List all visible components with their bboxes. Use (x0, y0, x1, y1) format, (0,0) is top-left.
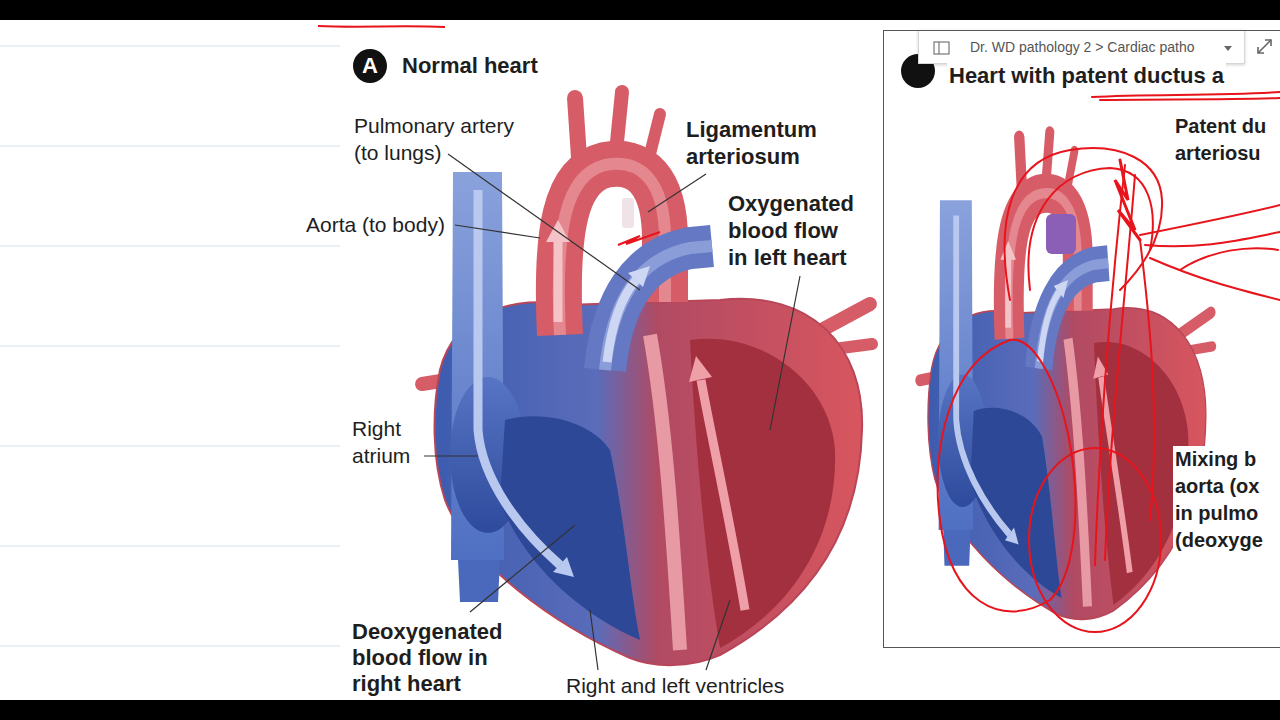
text-patch: Mixing b aorta (ox in pulmo (deoxyge (1173, 446, 1277, 554)
text-patch: Heart with patent ductus a (947, 63, 1226, 88)
panel-heading: Heart with patent ductus a (949, 63, 1224, 88)
pda-heart-illustration (920, 132, 1213, 619)
expand-icon-stroke (1258, 47, 1264, 53)
leader-line (590, 610, 598, 670)
pen-mark (1180, 248, 1278, 270)
patent-ductus (1046, 214, 1076, 254)
panel-badge: A Normal heart (353, 49, 538, 83)
pen-mark (938, 340, 1076, 612)
part-label: Ligamentum arteriosum (686, 116, 826, 170)
top-bar (0, 0, 1280, 20)
pen-mark (618, 232, 660, 245)
part-label: Aorta (to body) (306, 212, 445, 238)
leader-line (424, 455, 478, 456)
normal-heart-illustration (422, 92, 872, 665)
leader-line (470, 525, 575, 612)
pen-mark (1150, 258, 1280, 300)
tab-page-icon (938, 42, 939, 54)
expand-icon-stroke (1265, 40, 1271, 46)
notebook-line (0, 445, 340, 446)
notebook-line (0, 545, 340, 546)
pen-mark (1105, 175, 1135, 560)
part-label: Pulmonary artery (to lungs) (354, 112, 529, 166)
notebook-line (0, 145, 340, 146)
text-patch: Patent du arteriosu (1173, 113, 1277, 167)
leader-line (448, 154, 640, 290)
part-label: Mixing b aorta (ox in pulmo (deoxyge (1175, 446, 1275, 554)
label-holder: Right atrium (352, 415, 420, 469)
tab-title: Dr. WD pathology 2 > Cardiac patho (970, 39, 1195, 55)
label-holder: Oxygenated blood flow in left heart (728, 190, 860, 271)
label-holder: Right and left ventricles (566, 674, 784, 698)
pen-annotations (938, 92, 1280, 632)
notebook-line (0, 345, 340, 346)
label-holder: Deoxygenated blood flow in right heart (352, 619, 512, 697)
pen-mark (1140, 240, 1154, 520)
tab-page-icon (934, 42, 949, 54)
notebook-line (0, 45, 340, 46)
leader-line (648, 174, 706, 212)
pen-mark (318, 26, 445, 27)
badge-circle: A (353, 49, 387, 83)
pen-mark (1095, 165, 1125, 565)
pen-mark (1100, 98, 1280, 100)
part-label: Right atrium (352, 415, 420, 469)
pen-mark (1029, 448, 1161, 632)
notebook-line (0, 645, 340, 646)
label-holder: Dr. WD pathology 2 > Cardiac patho (970, 39, 1195, 55)
panel-letter: A (362, 54, 378, 78)
pen-mark (1005, 148, 1163, 300)
label-holder: Ligamentum arteriosum (686, 116, 826, 170)
pen-mark (1140, 205, 1280, 235)
expand-icon-stroke (1258, 40, 1271, 53)
label-holder: Aorta (to body) (306, 212, 445, 238)
pen-mark (1145, 232, 1280, 246)
leader-line (770, 276, 800, 430)
panel-heading: Normal heart (402, 53, 538, 79)
pda-heart (920, 132, 1213, 619)
part-label: Patent du arteriosu (1175, 113, 1275, 167)
expand-icon (1258, 40, 1271, 53)
flow-label: Oxygenated blood flow in left heart (728, 190, 860, 271)
leader-line (706, 600, 730, 670)
flow-label: Deoxygenated blood flow in right heart (352, 619, 512, 697)
bottom-bar (0, 700, 1280, 720)
tab-caret (1224, 46, 1232, 51)
notebook-lines (0, 46, 340, 646)
label-holder: Pulmonary artery (to lungs) (354, 112, 529, 166)
part-label: Right and left ventricles (566, 674, 784, 698)
notebook-line (0, 245, 340, 246)
pen-mark (1092, 92, 1280, 97)
panel-frame: Heart with patent ductus a Patent du arte… (883, 30, 1280, 648)
leader-line (455, 225, 540, 238)
